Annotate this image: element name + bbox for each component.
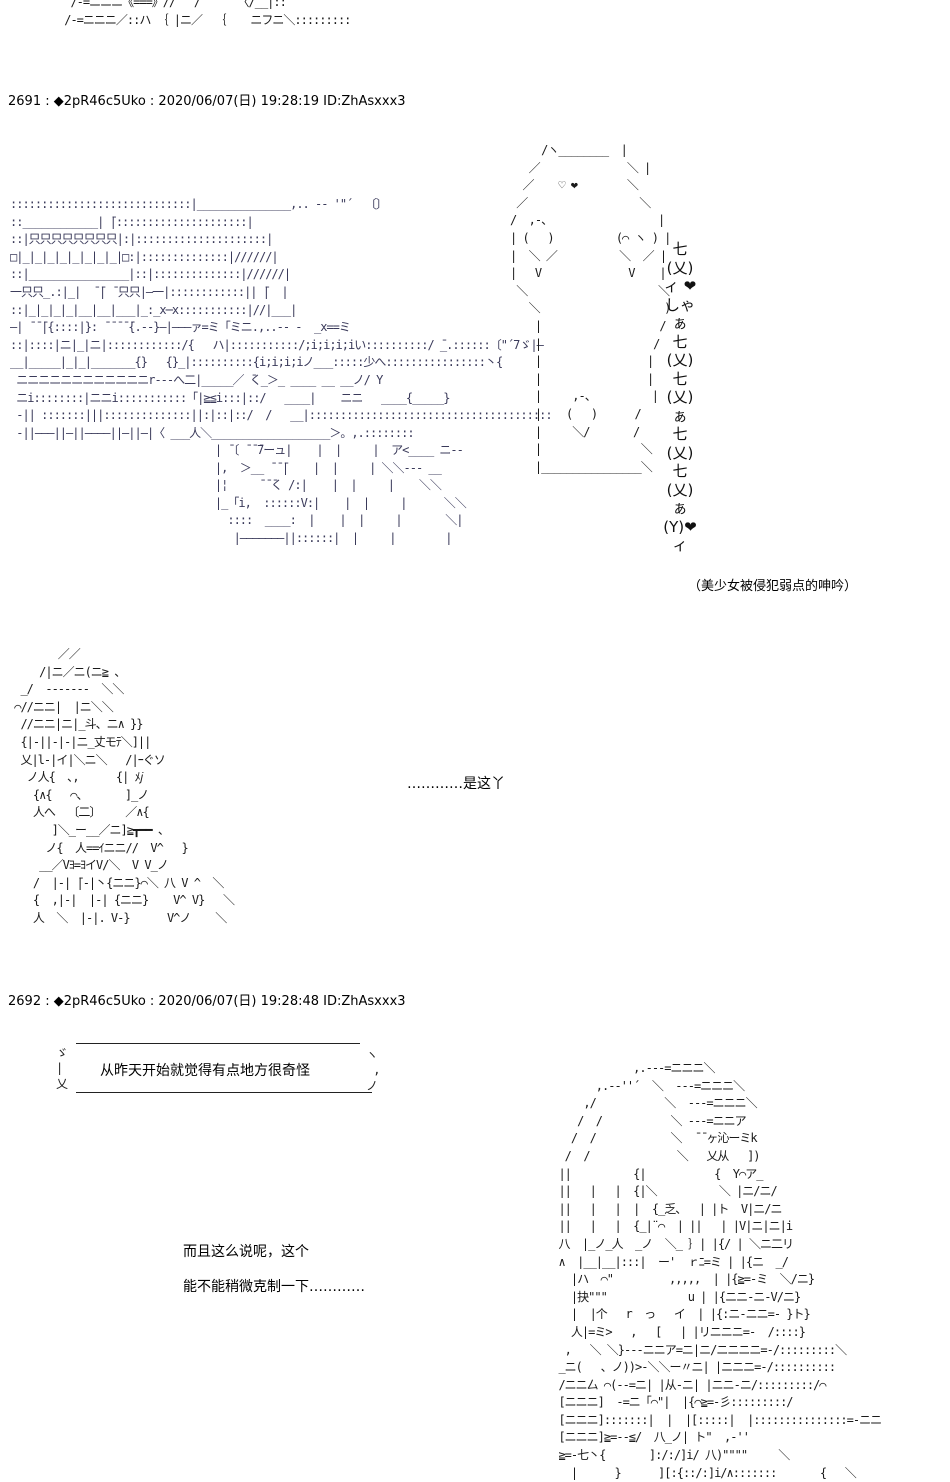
ascii-art-big-character: ,.---=ニニニ＼ ,.-‐''´ ＼ ---=ニニニ＼ ,/ ＼ ---=ニ… <box>558 1061 882 1480</box>
speech-bubble-left-edge: ゞ | 乂 <box>56 1046 69 1091</box>
speech-bubble-text: 从昨天开始就觉得有点地方很奇怪 <box>100 1063 310 1079</box>
speech-bubble: ゞ | 乂 ヽ , ノ 从昨天开始就觉得有点地方很奇怪 <box>54 1040 380 1096</box>
moan-caption: （美少女被侵犯弱点的呻吟） <box>688 579 858 594</box>
ascii-art-top-fragment: /-=ニニニ《===》// / 〈/__|:: ̄ ̄ ̄ /-=ニニニ／::ハ… <box>64 0 351 27</box>
speech-bubble-right-edge: ヽ , ノ <box>366 1048 381 1093</box>
dialogue-line-1: 而且这么说呢，这个 <box>183 1244 309 1260</box>
dialogue-this-kid: …………是这丫 <box>407 776 505 792</box>
moan-text-column: 七 (乂) ィ ❤ しゃ ぁ 七 (乂) 七 (乂) ぁ 七 (乂) 七 (乂)… <box>663 240 697 554</box>
dialogue-line-2: 能不能稍微克制一下………… <box>183 1279 365 1295</box>
ascii-art-desk: | ̄〔 ̄ ̄ ̄7ーュ| | | | ア<____ ニ-‐ |, ＞__ ̄… <box>214 443 467 545</box>
post-header-2692: 2692 : ◆2pR46c5Uko : 2020/06/07(日) 19:28… <box>8 994 406 1009</box>
post-header-2691: 2691 : ◆2pR46c5Uko : 2020/06/07(日) 19:28… <box>8 94 406 109</box>
speech-bubble-bottom-border <box>76 1092 372 1093</box>
ascii-art-frame: /ヽ________ | ／ ＼ | ／ ♡ ❤ ＼ ／ ＼ / ,-、 | |… <box>510 143 671 474</box>
ascii-art-room: :::::::::::::::::::::::::::::|__________… <box>10 197 553 440</box>
ascii-art-small-character: ／／ /|ニ／ニ(ニ≧ 、 _/ ------- ＼＼ ⌒//ニニ| |ニ＼＼ … <box>14 647 235 925</box>
speech-bubble-top-border <box>76 1043 360 1044</box>
